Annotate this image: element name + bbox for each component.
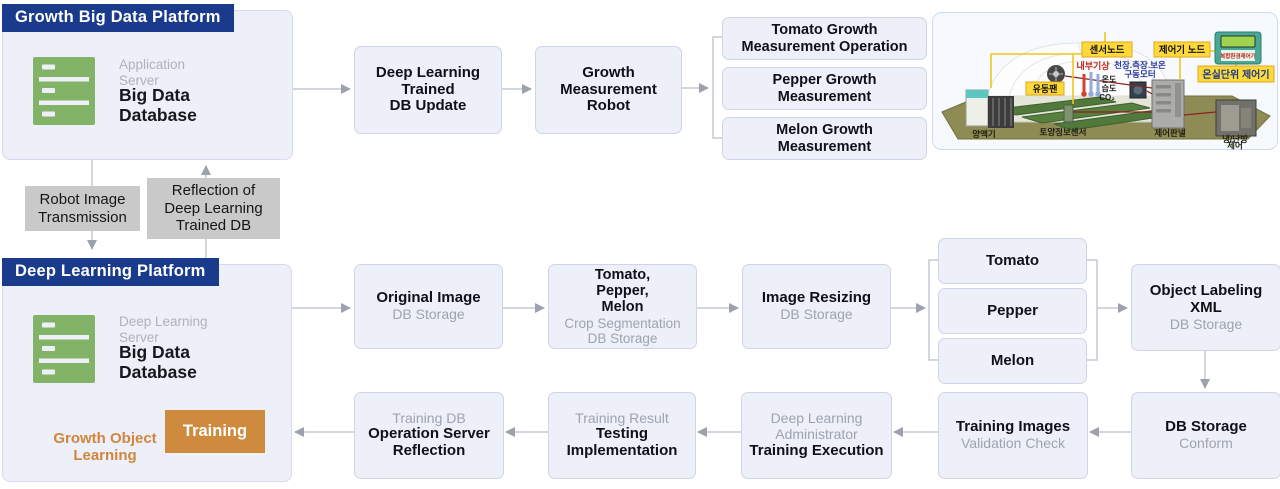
soil-sensor-label: 토양정보센서 <box>1040 127 1087 137</box>
node-testing-implementation-sub: Training Result <box>575 409 669 426</box>
deep-learning-server-label: Deep Learning Server <box>119 314 208 346</box>
node-object-labeling-sub: DB Storage <box>1169 315 1243 332</box>
device-caption: 복합환경제어기 <box>1220 52 1255 60</box>
hvac-label-line2: 제어 <box>1227 141 1243 151</box>
node-db-storage-conform: DB Storage Conform <box>1131 392 1280 479</box>
node-pepper-measurement-label: Pepper Growth Measurement <box>772 72 877 105</box>
node-tomato-operation-label: Tomato Growth Measurement Operation <box>741 22 908 55</box>
node-image-resizing-sub: DB Storage <box>780 306 853 323</box>
node-training-images-sub: Validation Check <box>960 435 1066 452</box>
node-db-storage-conform-sub: Conform <box>1179 435 1233 452</box>
crop-row <box>1021 102 1151 124</box>
node-image-resizing: Image Resizing DB Storage <box>742 264 891 349</box>
node-training-images: Training Images Validation Check <box>938 392 1088 479</box>
node-training-execution: Deep Learning Administrator Training Exe… <box>741 392 892 479</box>
node-object-labeling-strong: Object Labeling XML <box>1149 281 1263 316</box>
node-operation-server-reflection: Training DB Operation Server Reflection <box>354 392 504 479</box>
node-growth-measurement-robot: Growth Measurement Robot <box>535 46 682 134</box>
internal-weather-label: 내부기상 <box>1076 60 1110 71</box>
training-box: Training <box>165 410 265 453</box>
node-crop-segmentation-strong: Tomato, Pepper, Melon <box>594 266 651 316</box>
temperature-label: 온도 <box>1102 75 1117 84</box>
control-panel-label: 제어판넬 <box>1154 128 1185 138</box>
growth-object-learning-label: Growth Object Learning <box>53 430 157 465</box>
server-stack-icon <box>33 57 95 130</box>
node-training-execution-strong: Training Execution <box>749 441 884 459</box>
unit-controller-device: 복합환경제어기 <box>1214 31 1262 65</box>
node-training-images-strong: Training Images <box>955 418 1071 436</box>
node-pepper: Pepper <box>938 288 1087 334</box>
motor-label-line2: 구동모터 <box>1124 69 1155 79</box>
node-tomato-label: Tomato <box>985 251 1040 269</box>
node-trained-db-update-label: Deep Learning Trained DB Update <box>375 63 481 115</box>
unit-controller-label: 온실단위 제어기 <box>1202 68 1269 81</box>
node-melon-measurement: Melon Growth Measurement <box>722 117 927 160</box>
node-original-image: Original Image DB Storage <box>354 264 503 349</box>
application-server-label: Application Server <box>119 57 186 89</box>
greenhouse-labels: 센서노드 제어기 노드 유동팬 온실단위 제어기 <box>1025 41 1275 96</box>
node-training-execution-sub: Deep Learning Administrator <box>770 410 863 443</box>
node-db-storage-conform-strong: DB Storage <box>1165 418 1247 436</box>
node-crop-segmentation-sub: Crop Segmentation DB Storage <box>564 315 681 347</box>
node-melon-measurement-label: Melon Growth Measurement <box>776 122 873 155</box>
server-stack-icon <box>33 315 95 388</box>
humidity-label: 습도 <box>1102 83 1117 93</box>
node-pepper-measurement: Pepper Growth Measurement <box>722 67 927 110</box>
node-operation-server-reflection-strong: Operation Server Reflection <box>368 425 490 460</box>
node-testing-implementation-strong: Testing Implementation <box>566 425 678 460</box>
big-data-platform-header: Growth Big Data Platform <box>2 4 234 32</box>
node-object-labeling: Object Labeling XML DB Storage <box>1131 264 1280 351</box>
node-melon: Melon <box>938 338 1087 384</box>
nutrient-machine-label: 양액기 <box>972 129 995 139</box>
node-tomato: Tomato <box>938 238 1087 284</box>
node-melon-label: Melon <box>990 351 1035 369</box>
node-pepper-label: Pepper <box>987 301 1038 319</box>
node-growth-measurement-robot-label: Growth Measurement Robot <box>560 63 657 115</box>
node-original-image-strong: Original Image <box>376 289 481 307</box>
big-data-database-label: Big Data Database <box>119 342 197 382</box>
node-testing-implementation: Training Result Testing Implementation <box>548 392 696 479</box>
node-tomato-operation: Tomato Growth Measurement Operation <box>722 17 927 60</box>
big-data-database-label: Big Data Database <box>119 85 197 125</box>
reflection-trained-db-label: Reflection of Deep Learning Trained DB <box>147 178 280 239</box>
node-image-resizing-strong: Image Resizing <box>761 289 872 307</box>
motor-label-line1: 천장.측장.보온 <box>1114 60 1166 70</box>
deep-learning-platform-header: Deep Learning Platform <box>2 258 219 286</box>
node-operation-server-reflection-sub: Training DB <box>392 409 466 426</box>
robot-image-transmission-label: Robot Image Transmission <box>25 186 140 231</box>
controller-node-label: 제어기 노드 <box>1159 44 1206 56</box>
node-original-image-sub: DB Storage <box>392 306 465 323</box>
soil-sensor-device <box>1063 104 1074 123</box>
hvac-label-line1: 냉/난방 <box>1222 134 1248 144</box>
sensor-node-label: 센서노드 <box>1090 44 1125 56</box>
node-crop-segmentation: Tomato, Pepper, Melon Crop Segmentation … <box>548 264 697 349</box>
co2-label: CO₂ <box>1099 93 1115 102</box>
fan-label: 유동팬 <box>1033 83 1058 94</box>
smart-greenhouse-illustration: 복합환경제어기 센서노드 제어기 노드 유동팬 온실단위 제어기 내부기상 천장… <box>932 12 1278 150</box>
node-trained-db-update: Deep Learning Trained DB Update <box>354 46 502 134</box>
